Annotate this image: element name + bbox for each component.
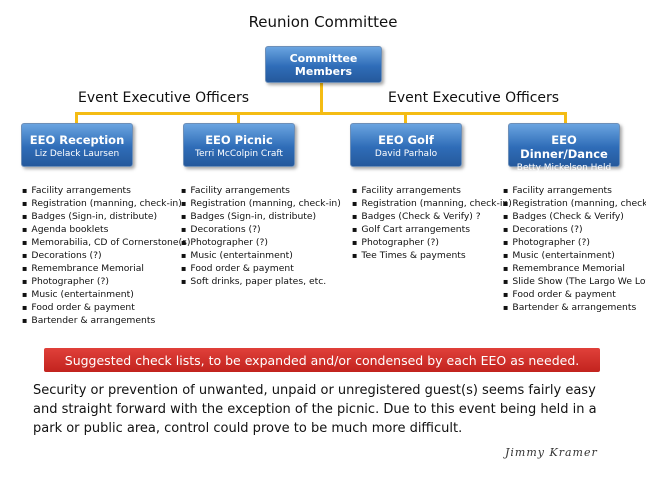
- list-item: Music (entertainment): [181, 249, 341, 262]
- list-item: Registration (manning, check-in): [181, 197, 340, 210]
- list-item: Facility arrangements: [352, 184, 512, 197]
- eeo-picnic-box: EEO Picnic Terri McColpin Craft: [183, 123, 295, 167]
- list-item: Facility arrangements: [181, 184, 341, 197]
- security-note: Security or prevention of unwanted, unpa…: [33, 383, 597, 436]
- list-item: Decorations (?): [181, 223, 341, 236]
- eeo-person: Terri McColpin Craft: [195, 149, 283, 159]
- list-item: Music (entertainment): [22, 288, 190, 301]
- list-item: Memorabilia, CD of Cornerstone(s): [22, 236, 190, 249]
- list-item: Badges (Sign-in, distribute): [181, 210, 341, 223]
- checklist-banner: Suggested check lists, to be expanded an…: [44, 348, 600, 372]
- checklist-dinner-dance: Facility arrangements Registration (mann…: [503, 184, 646, 314]
- eeo-person: Liz Delack Laursen: [34, 149, 120, 159]
- list-item: Remembrance Memorial: [22, 262, 190, 275]
- list-item: Registration (manning, check-in): [352, 197, 511, 210]
- eeo-name: EEO Reception: [29, 133, 125, 147]
- connector-vertical-top: [320, 82, 323, 114]
- list-item: Registration (manning, check-in): [503, 197, 646, 210]
- connector-drop-4: [564, 112, 567, 124]
- list-item: Decorations (?): [503, 223, 646, 236]
- list-item: Photographer (?): [181, 236, 341, 249]
- eeo-dinner-dance-box: EEO Dinner/Dance Betty Mickelson Held: [508, 123, 620, 173]
- list-item: Food order & payment: [181, 262, 341, 275]
- list-item: Bartender & arrangements: [503, 301, 646, 314]
- eeo-person: Betty Mickelson Held: [516, 163, 612, 173]
- list-item: Decorations (?): [22, 249, 190, 262]
- list-item: Photographer (?): [503, 236, 646, 249]
- connector-drop-3: [404, 112, 407, 124]
- list-item: Golf Cart arrangements: [352, 223, 512, 236]
- signature: Jimmy Kramer: [505, 446, 598, 459]
- list-item: Registration (manning, check-in): [22, 197, 190, 210]
- list-item: Facility arrangements: [22, 184, 190, 197]
- list-item: Soft drinks, paper plates, etc.: [181, 275, 341, 288]
- eeo-name: EEO Dinner/Dance: [520, 133, 608, 161]
- eeo-name: EEO Golf: [378, 133, 434, 147]
- list-item: Food order & payment: [22, 301, 190, 314]
- list-item: Food order & payment: [503, 288, 646, 301]
- chart-title: Reunion Committee: [248, 13, 398, 31]
- checklist-golf: Facility arrangements Registration (mann…: [352, 184, 512, 262]
- list-item: Slide Show (The Largo We Loved): [503, 275, 646, 288]
- checklist-picnic: Facility arrangements Registration (mann…: [181, 184, 341, 288]
- committee-members-box: Committee Members: [265, 46, 382, 83]
- eeo-name: EEO Picnic: [205, 133, 273, 147]
- list-item: Facility arrangements: [503, 184, 646, 197]
- eeo-golf-box: EEO Golf David Parhalo: [350, 123, 462, 167]
- list-item: Bartender & arrangements: [22, 314, 190, 327]
- section-label-left: Event Executive Officers: [78, 90, 250, 106]
- list-item: Music (entertainment): [503, 249, 646, 262]
- connector-horizontal: [75, 112, 567, 115]
- connector-drop-1: [75, 112, 78, 124]
- list-item: Badges (Check & Verify): [503, 210, 646, 223]
- list-item: Agenda booklets: [22, 223, 190, 236]
- list-item: Photographer (?): [22, 275, 190, 288]
- checklist-reception: Facility arrangements Registration (mann…: [22, 184, 190, 327]
- eeo-reception-box: EEO Reception Liz Delack Laursen: [21, 123, 133, 167]
- list-item: Badges (Sign-in, distribute): [22, 210, 190, 223]
- eeo-person: David Parhalo: [374, 149, 438, 159]
- section-label-right: Event Executive Officers: [388, 90, 560, 106]
- list-item: Photographer (?): [352, 236, 512, 249]
- list-item: Badges (Check & Verify) ?: [352, 210, 512, 223]
- list-item: Tee Times & payments: [352, 249, 512, 262]
- connector-drop-2: [237, 112, 240, 124]
- list-item: Remembrance Memorial: [503, 262, 646, 275]
